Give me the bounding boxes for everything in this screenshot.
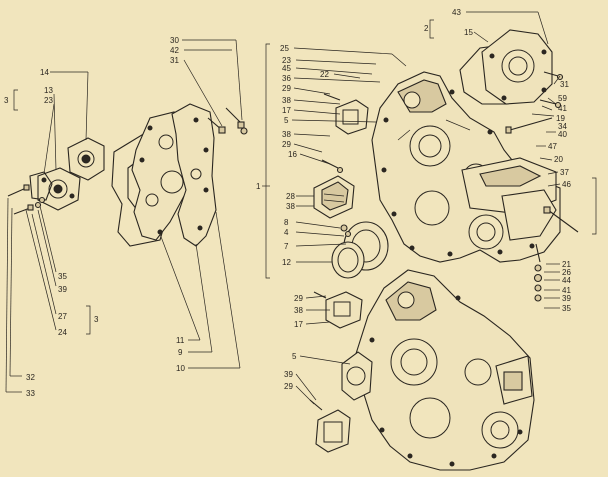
label-2: 2 — [424, 24, 429, 33]
left-small-gasket — [29, 171, 53, 201]
label-21: 21 — [562, 260, 571, 269]
label-10: 10 — [176, 364, 185, 373]
label-9: 9 — [178, 348, 183, 357]
label-8: 8 — [284, 218, 289, 227]
label-29-b: 29 — [282, 140, 291, 149]
label-20: 20 — [554, 155, 563, 164]
label-12: 12 — [282, 258, 291, 267]
label-23-b: 23 — [44, 96, 53, 105]
top-right-cover — [481, 29, 553, 105]
label-38-c: 38 — [286, 202, 295, 211]
lower-small-cover-b — [315, 409, 351, 453]
label-36: 36 — [282, 74, 291, 83]
label-38-a: 38 — [282, 96, 291, 105]
label-22: 22 — [320, 70, 329, 79]
label-39-c: 39 — [58, 285, 67, 294]
label-13: 13 — [44, 86, 53, 95]
label-39-b: 39 — [284, 370, 293, 379]
label-33: 33 — [26, 389, 35, 398]
label-39-a: 39 — [562, 294, 571, 303]
bracket-group-3-bottom — [86, 305, 91, 335]
label-11: 11 — [176, 336, 185, 345]
label-43: 43 — [452, 8, 461, 17]
bracket-group-3-top — [13, 89, 18, 111]
label-17-b: 17 — [294, 320, 303, 329]
lower-left-ear — [341, 351, 373, 401]
lower-small-cover-a — [325, 291, 363, 329]
label-46: 46 — [562, 180, 571, 189]
center-bolts — [207, 107, 248, 135]
bracket-right — [592, 177, 597, 235]
label-44: 44 — [562, 276, 571, 285]
label-23: 23 — [282, 56, 291, 65]
label-16: 16 — [288, 150, 297, 159]
left-flange-part — [37, 167, 81, 211]
label-32: 32 — [26, 373, 35, 382]
bracket-group-1 — [265, 43, 270, 279]
label-31-b: 31 — [170, 56, 179, 65]
label-38-b: 38 — [282, 130, 291, 139]
label-41-b: 41 — [562, 286, 571, 295]
label-26: 26 — [562, 268, 571, 277]
label-35-b: 35 — [58, 272, 67, 281]
label-31-a: 31 — [560, 80, 569, 89]
label-27: 27 — [58, 312, 67, 321]
label-29-c: 29 — [294, 294, 303, 303]
label-30: 30 — [170, 36, 179, 45]
label-25: 25 — [280, 44, 289, 53]
label-5-a: 5 — [284, 116, 289, 125]
right-side-bolts — [533, 206, 579, 302]
label-7: 7 — [284, 242, 289, 251]
label-3-a: 3 — [4, 96, 9, 105]
label-42: 42 — [170, 46, 179, 55]
cover-plate-rear — [171, 103, 217, 247]
label-38-d: 38 — [294, 306, 303, 315]
left-bolts — [7, 184, 46, 215]
label-35-a: 35 — [562, 304, 571, 313]
label-59-a: 59 — [558, 94, 567, 103]
label-40: 40 — [558, 130, 567, 139]
top-right-bolts — [505, 71, 564, 134]
center-bolts-b — [321, 93, 344, 174]
label-28: 28 — [286, 192, 295, 201]
left-bracket-cover — [67, 137, 105, 181]
label-47: 47 — [548, 142, 557, 151]
label-37: 37 — [560, 168, 569, 177]
label-15: 15 — [464, 28, 473, 37]
label-1: 1 — [256, 182, 261, 191]
label-45: 45 — [282, 64, 291, 73]
seal-ring-small — [331, 241, 365, 279]
label-41-a: 41 — [558, 104, 567, 113]
label-19: 19 — [556, 114, 565, 123]
main-lower-housing — [353, 269, 535, 471]
upper-small-cover — [335, 99, 369, 135]
main-upper-housing — [371, 71, 561, 263]
label-24: 24 — [58, 328, 67, 337]
label-5-b: 5 — [292, 352, 297, 361]
label-4: 4 — [284, 228, 289, 237]
bolt-washer-set — [340, 224, 352, 238]
label-17-a: 17 — [282, 106, 291, 115]
label-14: 14 — [40, 68, 49, 77]
middle-small-cover — [313, 175, 355, 219]
label-29-a: 29 — [282, 84, 291, 93]
label-29-d: 29 — [284, 382, 293, 391]
bracket-group-2 — [429, 19, 434, 39]
label-34: 34 — [558, 122, 567, 131]
label-3-b: 3 — [94, 315, 99, 324]
leader-lines — [5, 11, 561, 405]
